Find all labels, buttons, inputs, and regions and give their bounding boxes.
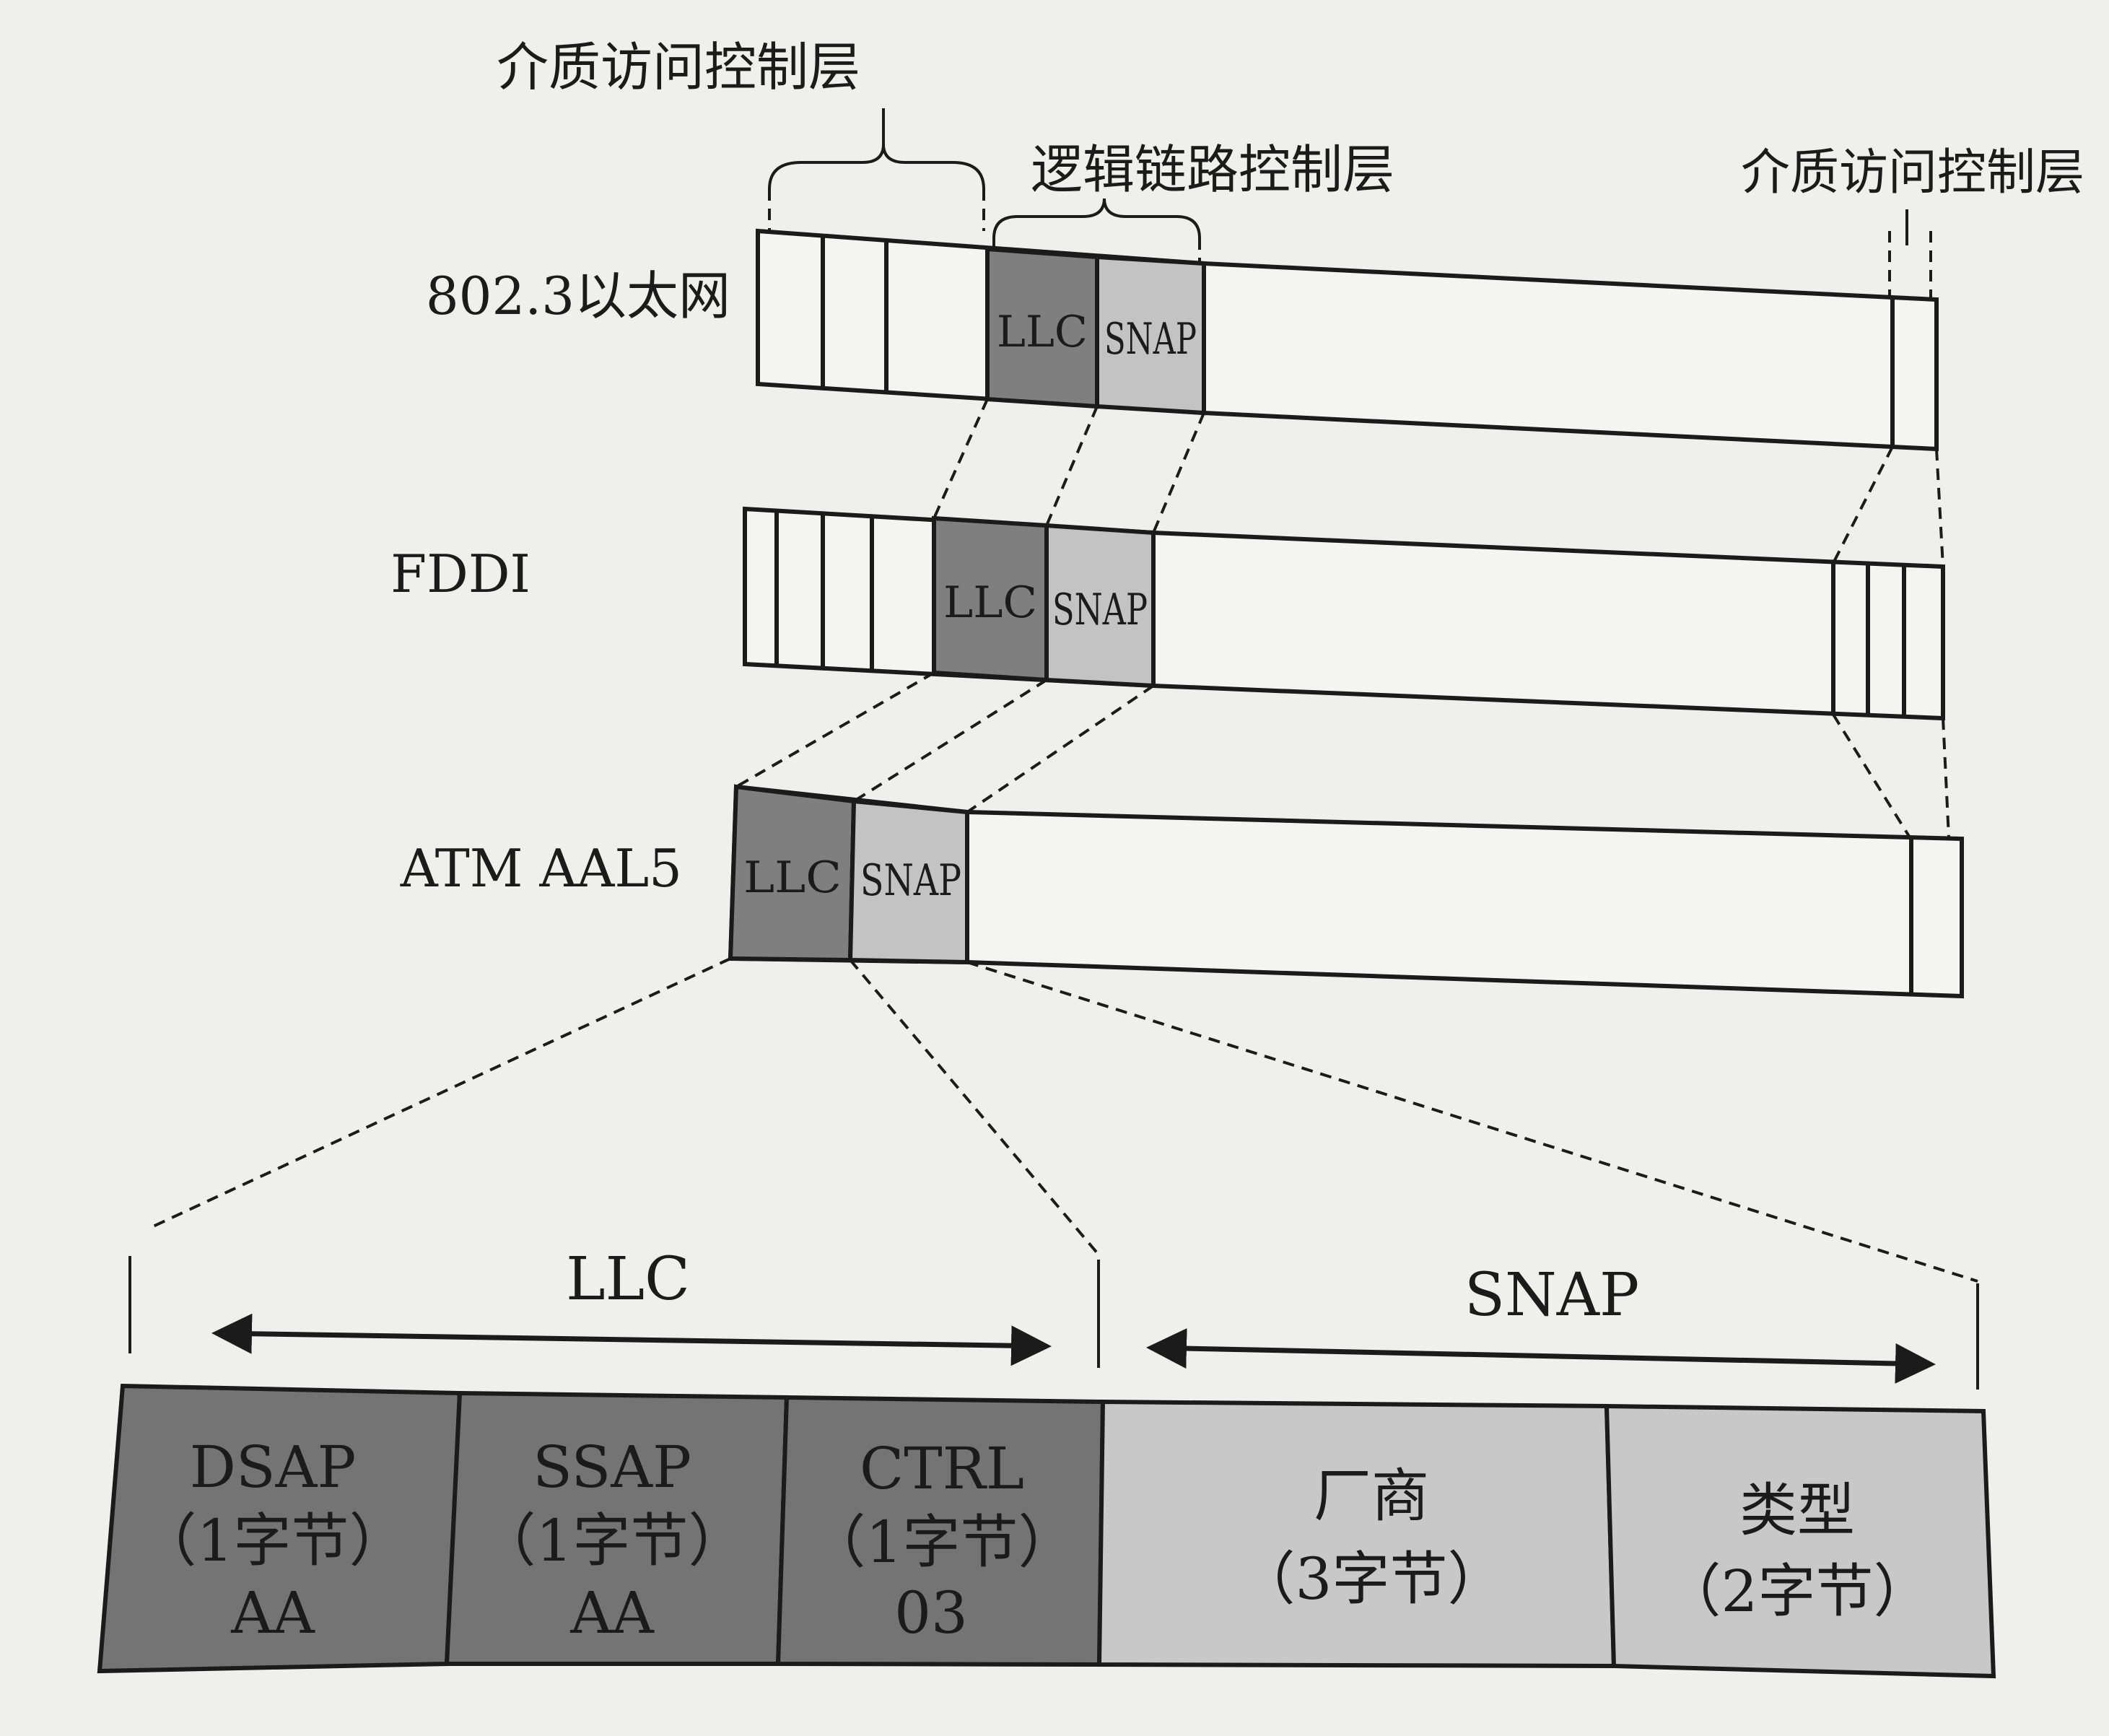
- connectors-ethernet-fddi: [933, 398, 1944, 567]
- llc-span-arrow: [211, 1313, 1052, 1366]
- frame-fddi: [743, 506, 1945, 721]
- atm-snap-text: SNAP: [860, 855, 961, 906]
- field-size-vendor: （3字节）: [1238, 1545, 1506, 1613]
- frame-label-fddi: FDDI: [390, 544, 530, 604]
- detail-field-table: [97, 1383, 1996, 1679]
- connectors-atm-detail: [151, 957, 1978, 1283]
- field-name-type: 类型: [1739, 1477, 1855, 1544]
- field-cell-type: [1604, 1403, 1996, 1679]
- frame-ethernet: [756, 228, 1939, 452]
- field-name-ssap: SSAP: [533, 1434, 691, 1501]
- field-size-ssap: （1字节）: [479, 1507, 746, 1574]
- fddi-llc-text: LLC: [943, 577, 1037, 628]
- field-name-ctrl: CTRL: [860, 1435, 1024, 1502]
- ethernet-snap-text: SNAP: [1104, 314, 1197, 365]
- field-value-ssap: AA: [569, 1579, 655, 1646]
- field-size-dsap: （1字节）: [139, 1507, 407, 1574]
- mac-layer-label-left: 介质访问控制层: [497, 37, 860, 97]
- mac-layer-brace-left: [768, 108, 985, 231]
- llc-layer-label: 逻辑链路控制层: [1031, 139, 1394, 200]
- field-value-dsap: AA: [230, 1579, 315, 1646]
- connectors-fddi-atm: [735, 671, 1950, 839]
- field-cell-vendor: [1096, 1399, 1617, 1669]
- fddi-snap-text: SNAP: [1052, 585, 1148, 635]
- frame-atm: [728, 784, 1964, 999]
- field-value-ctrl: 03: [894, 1579, 968, 1646]
- mac-layer-label-right: 介质访问控制层: [1741, 144, 2084, 201]
- atm-llc-text: LLC: [743, 852, 842, 903]
- snap-span-arrow: [1146, 1328, 1936, 1384]
- detail-llc-title: LLC: [566, 1245, 690, 1314]
- field-size-type: （2字节）: [1664, 1558, 1931, 1625]
- mac-layer-brace-right: [1888, 209, 1932, 303]
- frame-label-ethernet: 802.3以太网: [426, 266, 730, 326]
- field-name-dsap: DSAP: [190, 1434, 357, 1501]
- frame-label-atm: ATM AAL5: [400, 838, 682, 899]
- detail-snap-title: SNAP: [1464, 1261, 1639, 1330]
- ethernet-llc-text: LLC: [997, 307, 1088, 357]
- field-name-vendor: 厂商: [1314, 1462, 1429, 1530]
- field-size-ctrl: （1字节）: [808, 1509, 1076, 1576]
